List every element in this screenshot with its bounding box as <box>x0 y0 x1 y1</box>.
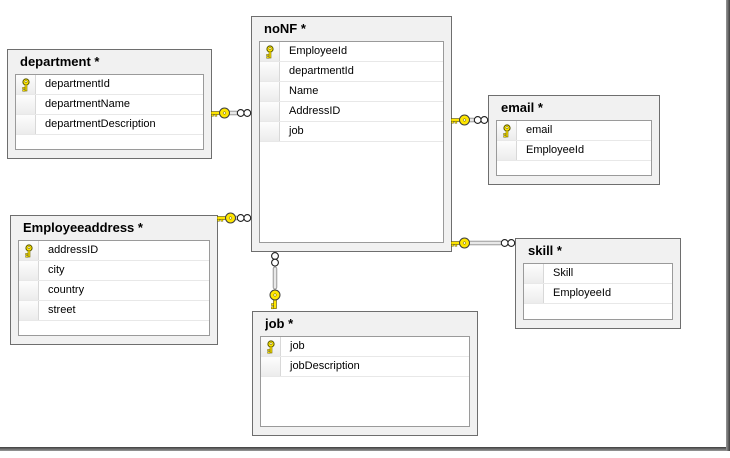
row-selector <box>260 102 280 121</box>
column-name: addressID <box>48 244 99 256</box>
column-row-job[interactable]: job <box>261 337 469 357</box>
column-name: Name <box>289 85 319 97</box>
column-row-street[interactable]: street <box>19 301 209 321</box>
table-title[interactable]: job * <box>265 316 294 331</box>
infinity-icon <box>473 116 489 124</box>
primary-key-icon <box>21 77 30 91</box>
key-icon <box>269 289 281 310</box>
column-name: job <box>290 340 305 352</box>
row-selector <box>19 301 39 320</box>
column-row-addressID[interactable]: addressID <box>19 241 209 261</box>
column-row-email[interactable]: email <box>497 121 651 141</box>
row-selector <box>261 357 281 376</box>
key-icon <box>450 237 470 249</box>
column-row-Skill[interactable]: Skill <box>524 264 672 284</box>
column-name: street <box>48 304 76 316</box>
row-selector <box>16 115 36 134</box>
column-row-jobDescription[interactable]: jobDescription <box>261 357 469 377</box>
column-row-departmentId[interactable]: departmentId <box>260 62 443 82</box>
column-name: departmentDescription <box>45 118 156 130</box>
column-name: EmployeeId <box>289 45 348 57</box>
relationship-job-noNF[interactable] <box>268 251 282 312</box>
column-row-departmentName[interactable]: departmentName <box>16 95 203 115</box>
column-name: country <box>48 284 85 296</box>
row-selector-with-key <box>261 337 281 356</box>
column-name: AddressID <box>289 105 341 117</box>
primary-key-icon <box>24 243 33 257</box>
column-name: departmentId <box>289 65 354 77</box>
row-selector <box>19 281 39 300</box>
table-title[interactable]: email * <box>501 100 543 115</box>
relationship-line <box>467 240 503 246</box>
row-selector <box>260 122 280 141</box>
infinity-icon <box>271 252 279 267</box>
column-row-EmployeeId[interactable]: EmployeeId <box>260 42 443 62</box>
primary-key-icon <box>266 339 275 353</box>
column-name: departmentName <box>45 98 130 110</box>
row-selector <box>524 284 544 303</box>
column-name: jobDescription <box>290 360 360 372</box>
row-selector <box>260 82 280 101</box>
column-row-job[interactable]: job <box>260 122 443 142</box>
column-name: EmployeeId <box>553 287 612 299</box>
column-row-Name[interactable]: Name <box>260 82 443 102</box>
relationship-noNF-skill[interactable] <box>450 236 516 250</box>
key-icon <box>216 212 236 224</box>
table-grid: job jobDescription <box>260 336 470 427</box>
column-row-city[interactable]: city <box>19 261 209 281</box>
column-row-AddressID[interactable]: AddressID <box>260 102 443 122</box>
row-selector <box>524 264 544 283</box>
relationship-employeeaddress-noNF[interactable] <box>216 211 252 225</box>
column-row-EmployeeId[interactable]: EmployeeId <box>524 284 672 304</box>
relationship-line <box>272 266 278 290</box>
table-grid: addressID city country street <box>18 240 210 336</box>
table-title[interactable]: skill * <box>528 243 562 258</box>
table-window-employeeaddress[interactable]: Employeeaddress * addressID city country st… <box>10 215 218 345</box>
table-title[interactable]: department * <box>20 54 100 69</box>
row-selector-with-key <box>19 241 39 260</box>
column-name: departmentId <box>45 78 110 90</box>
row-selector <box>16 95 36 114</box>
row-selector-with-key <box>16 75 36 94</box>
key-icon <box>210 107 230 119</box>
relationship-department-noNF[interactable] <box>210 106 252 120</box>
column-name: EmployeeId <box>526 144 585 156</box>
row-selector <box>497 141 517 160</box>
column-row-EmployeeId[interactable]: EmployeeId <box>497 141 651 161</box>
column-name: city <box>48 264 65 276</box>
window-edge-right <box>726 0 730 451</box>
table-title[interactable]: noNF * <box>264 21 306 36</box>
row-selector-with-key <box>497 121 517 140</box>
table-window-job[interactable]: job * job jobDescription <box>252 311 478 436</box>
column-name: email <box>526 124 553 136</box>
column-row-departmentDescription[interactable]: departmentDescription <box>16 115 203 135</box>
column-row-country[interactable]: country <box>19 281 209 301</box>
row-selector <box>19 261 39 280</box>
table-grid: departmentId departmentName departmentDesc… <box>15 74 204 150</box>
infinity-icon <box>236 214 252 222</box>
row-selector <box>260 62 280 81</box>
row-selector-with-key <box>260 42 280 61</box>
primary-key-icon <box>265 44 274 58</box>
relationship-noNF-email[interactable] <box>450 113 489 127</box>
column-name: Skill <box>553 267 574 279</box>
table-title[interactable]: Employeeaddress * <box>23 220 143 235</box>
primary-key-icon <box>502 123 511 137</box>
key-icon <box>450 114 470 126</box>
infinity-icon <box>500 239 516 247</box>
column-name: job <box>289 125 304 137</box>
window-edge-bottom <box>0 447 730 451</box>
column-row-departmentId[interactable]: departmentId <box>16 75 203 95</box>
infinity-icon <box>236 109 252 117</box>
